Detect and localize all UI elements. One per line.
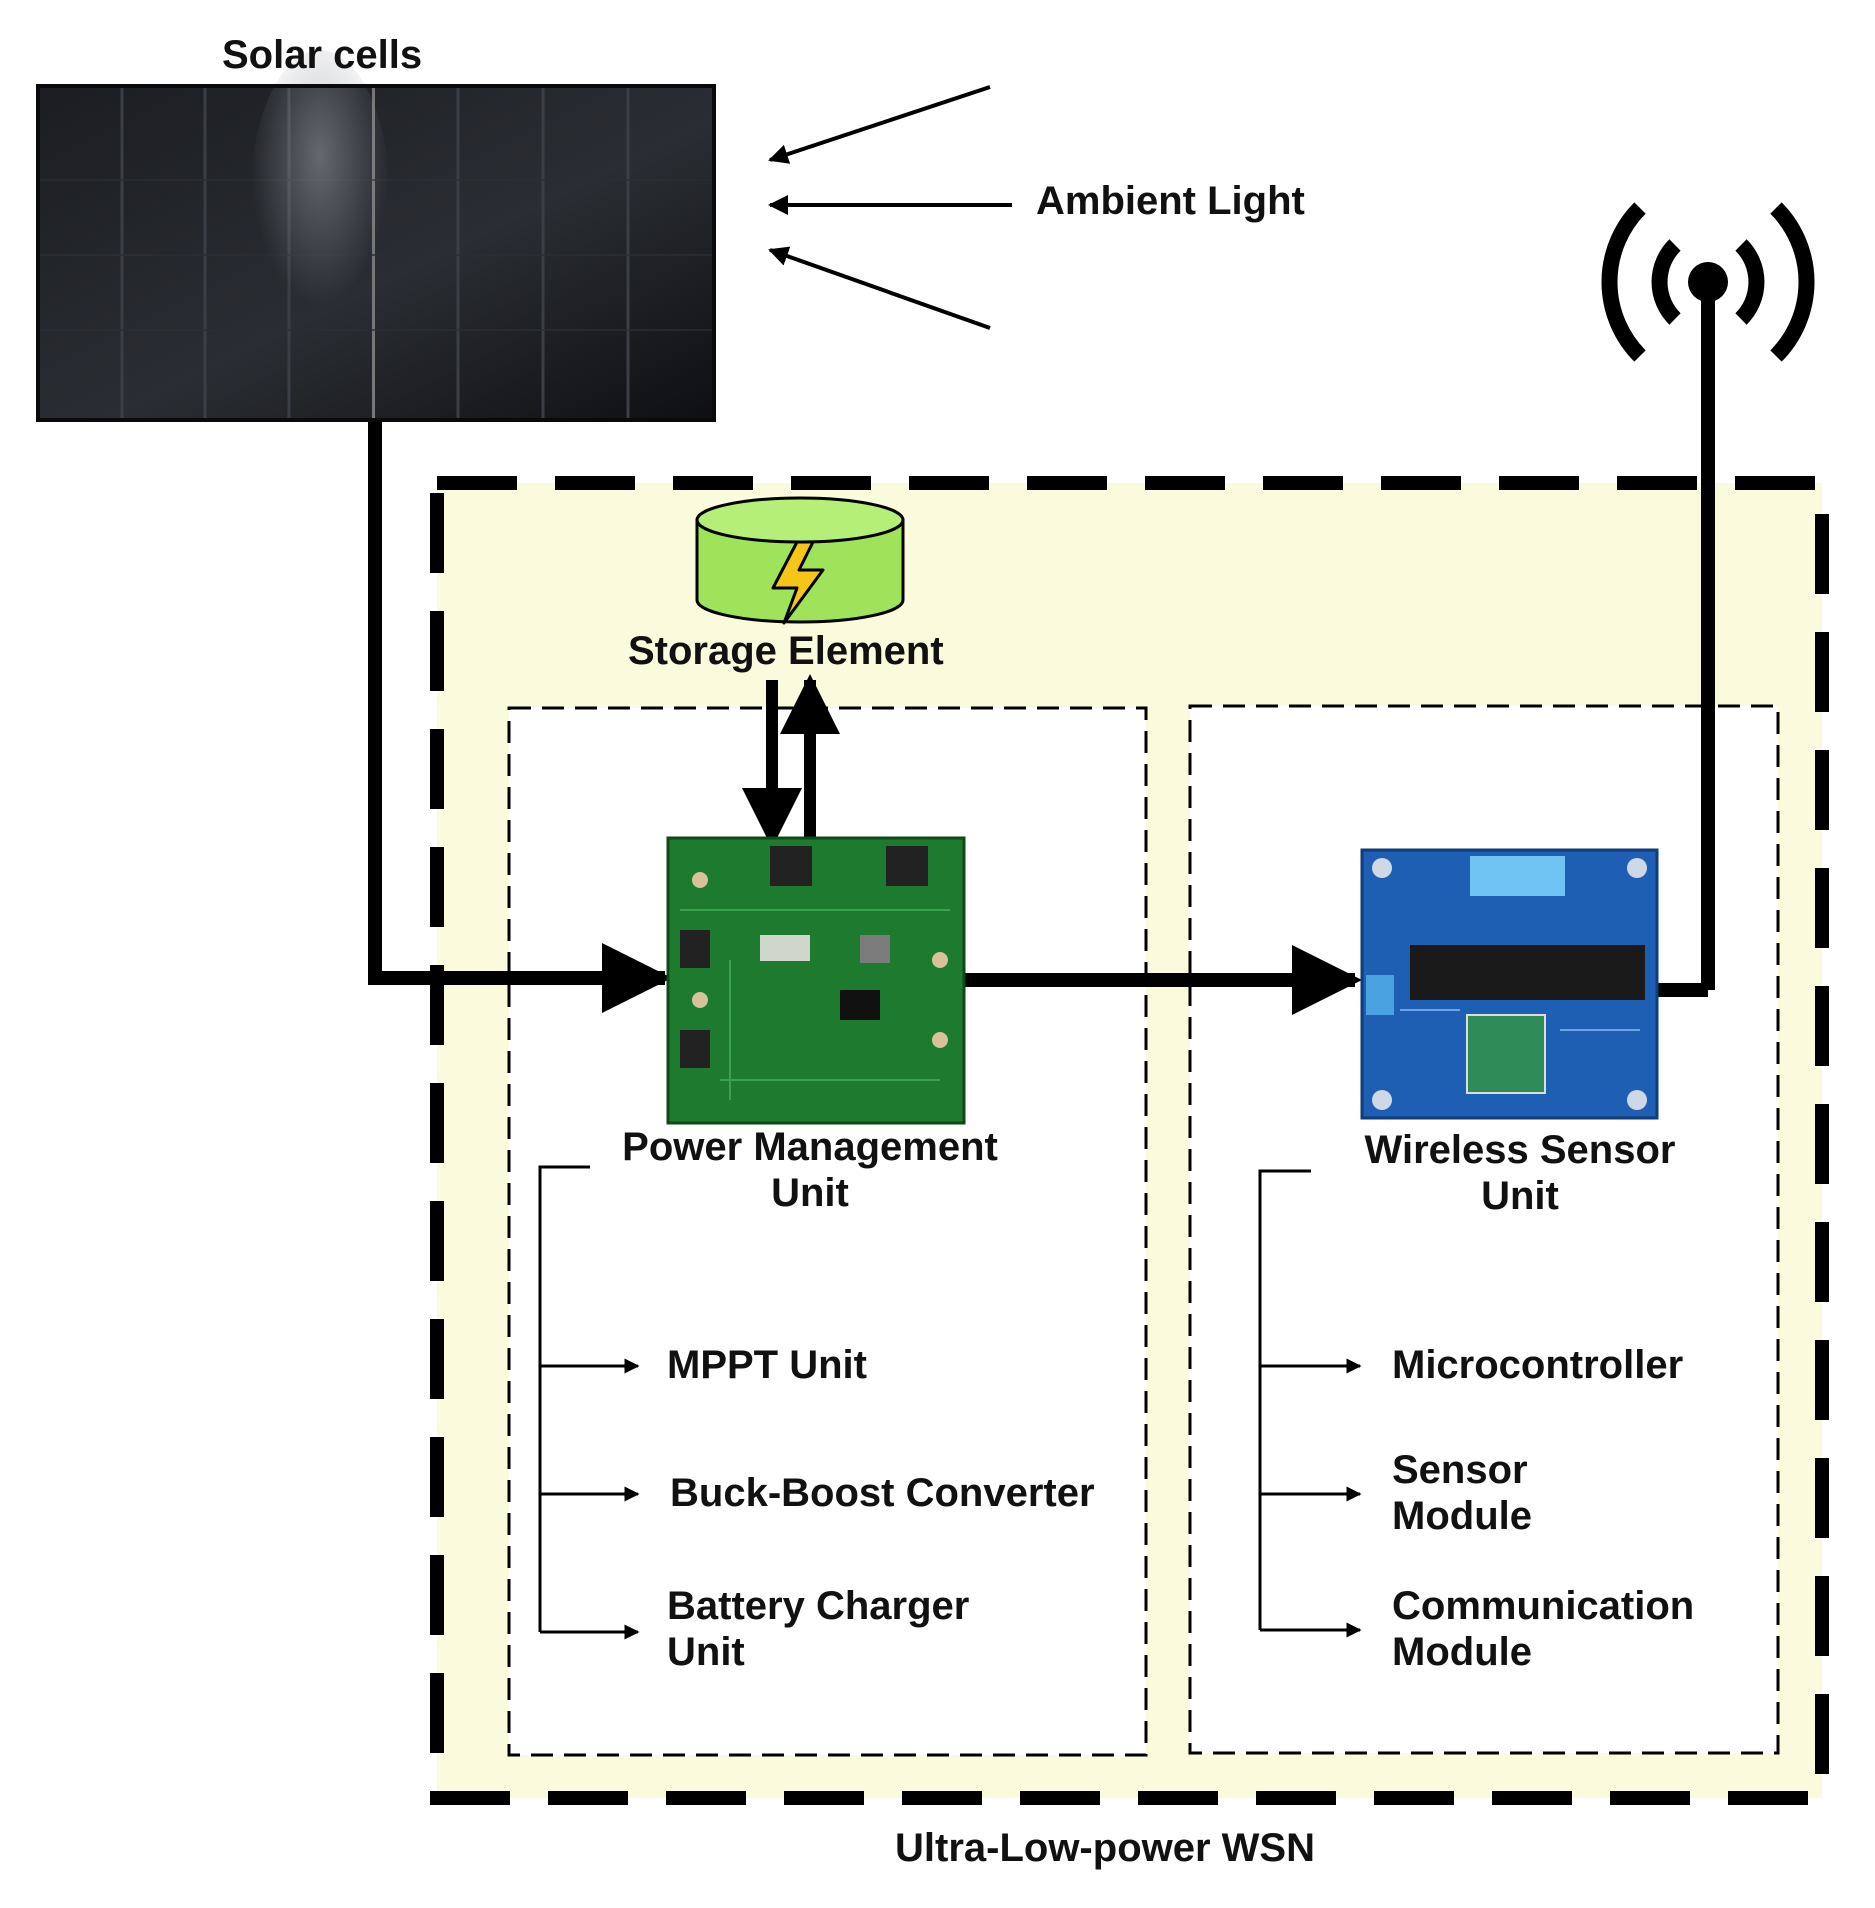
wsu-item-sensor-module: Sensor Module xyxy=(1392,1448,1532,1538)
solar-panel-icon xyxy=(36,50,716,422)
ambient-light-arrows xyxy=(768,85,1012,330)
solar-cells-label: Solar cells xyxy=(222,33,423,77)
pmu-item-battery-charger: Battery Charger Unit xyxy=(667,1584,970,1674)
wsn-enclosure-border xyxy=(430,476,1829,1805)
pmu-item-mppt: MPPT Unit xyxy=(667,1343,867,1387)
wsu-title: Wireless Sensor Unit xyxy=(1364,1128,1676,1218)
ultra-low-power-wsn-label: Ultra-Low-power WSN xyxy=(895,1826,1315,1870)
sensor-board-icon xyxy=(1360,848,1659,1120)
storage-element-label: Storage Element xyxy=(628,629,944,673)
solar-to-pmu-line xyxy=(368,422,672,1013)
pmu-sub-arrows xyxy=(540,1358,640,1640)
wsu-bracket xyxy=(1258,1169,1311,1630)
wsu-item-communication-module: Communication Module xyxy=(1392,1584,1695,1674)
pmu-bracket xyxy=(538,1165,590,1632)
wsu-sub-arrows xyxy=(1260,1358,1362,1638)
pmu-item-buck-boost: Buck-Boost Converter xyxy=(670,1471,1095,1515)
antenna-icon xyxy=(1601,202,1815,990)
wsu-item-microcontroller: Microcontroller xyxy=(1392,1343,1684,1387)
ambient-light-label: Ambient Light xyxy=(1036,179,1305,223)
pmu-title: Power Management Unit xyxy=(622,1125,998,1215)
battery-icon xyxy=(695,496,905,625)
pcb-board-icon xyxy=(666,836,966,1125)
